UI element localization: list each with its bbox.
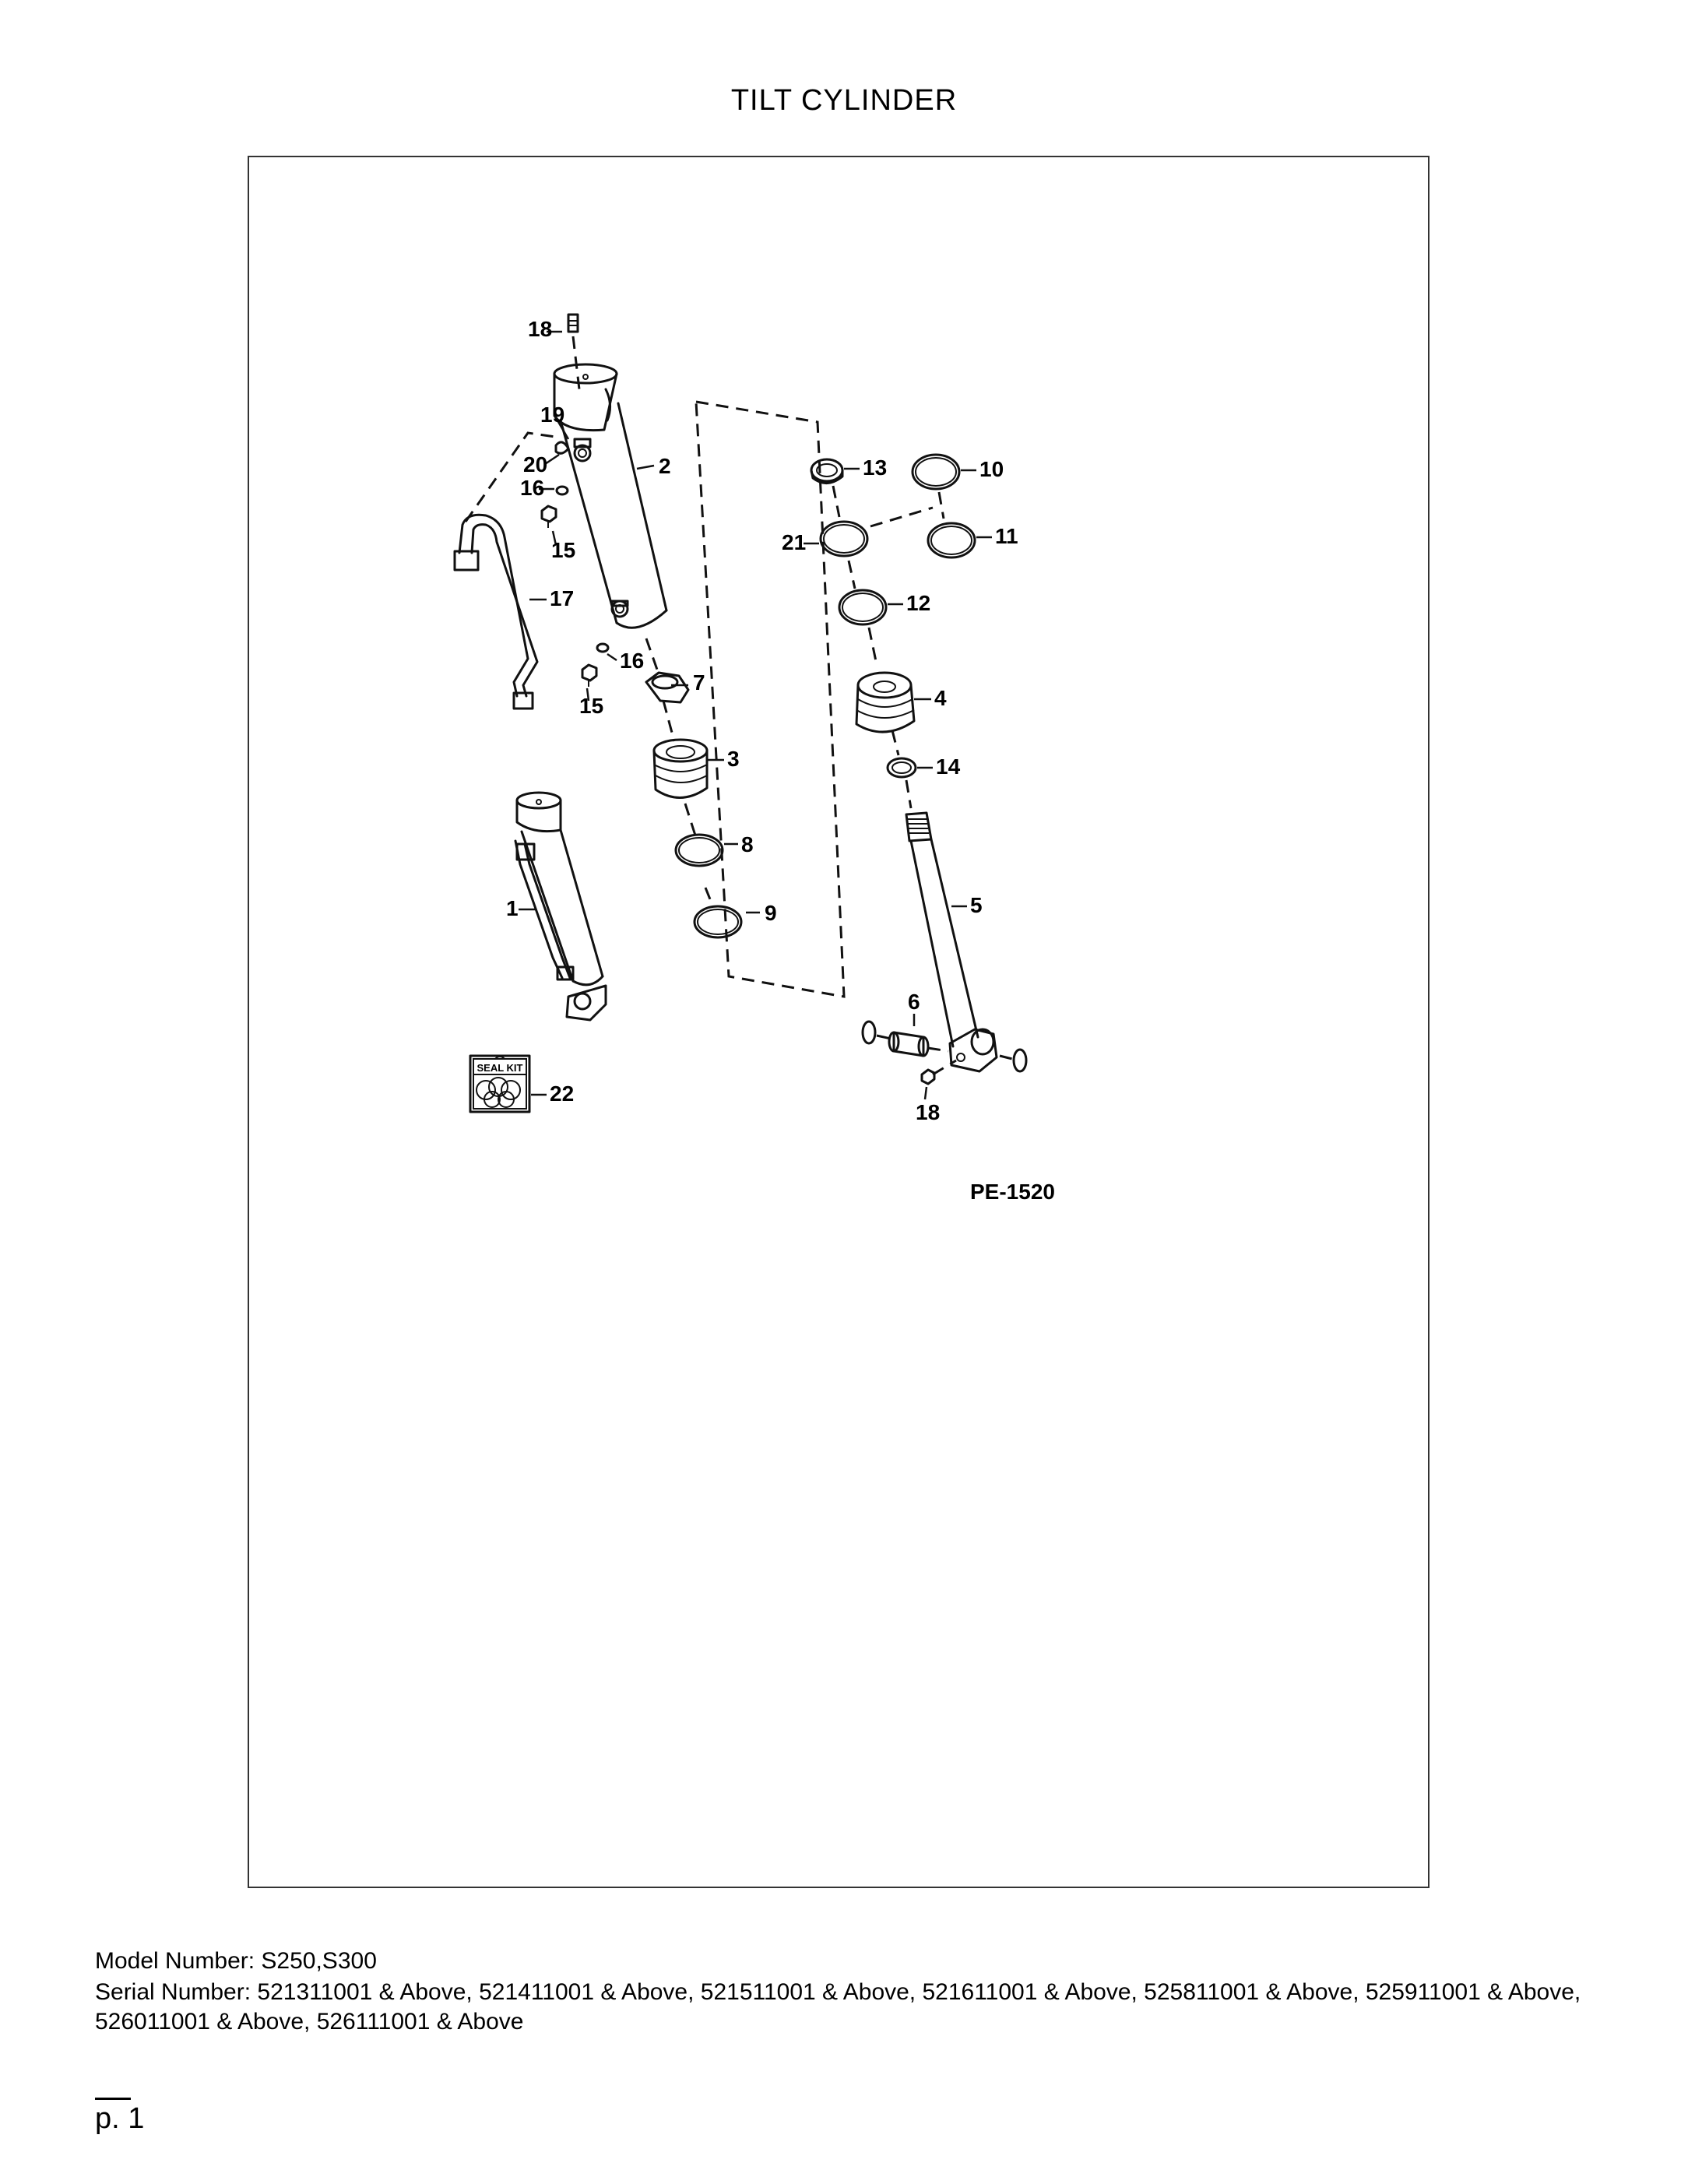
- callout-21: 21: [782, 530, 806, 554]
- callout-2: 2: [659, 454, 671, 478]
- ring-part-10: [911, 453, 961, 491]
- oring-part-16-upper: [555, 485, 569, 496]
- dashline-pin-axis: [876, 1034, 1013, 1060]
- diagram-frame: [248, 156, 1430, 1888]
- grease-fitting-top: [567, 313, 581, 390]
- dashline-10-11: [937, 491, 945, 519]
- assembled-cylinder-part-1: [514, 791, 607, 1022]
- callout-11: 11: [995, 524, 1018, 548]
- dashline-barrel-7: [645, 638, 659, 670]
- callout-15-lower: 15: [579, 694, 603, 718]
- bushing-part-6: [888, 1031, 930, 1057]
- callout-10: 10: [979, 457, 1004, 481]
- exploded-parts-diagram: SEAL KIT: [453, 313, 1055, 1204]
- page-number: p. 1: [95, 2102, 145, 2135]
- wiper-part-13: [810, 458, 844, 484]
- callout-5: 5: [970, 893, 983, 917]
- callout-16-lower: 16: [620, 649, 644, 673]
- seal-ring-part-8: [674, 833, 724, 867]
- plug-part-15-lower: [581, 663, 598, 687]
- figure-id: PE-1520: [970, 1180, 1055, 1204]
- callout-12: 12: [906, 591, 930, 615]
- end-ring-right: [1012, 1048, 1028, 1073]
- seal-kit-text: SEAL KIT: [477, 1062, 523, 1074]
- lower-port-fitting: [610, 600, 629, 618]
- callout-6: 6: [908, 990, 920, 1014]
- page-title: TILT CYLINDER: [730, 84, 958, 117]
- callout-8: 8: [741, 832, 754, 856]
- callout-13: 13: [863, 455, 887, 480]
- seal-kit-part-22: SEAL KIT: [469, 1054, 531, 1113]
- serial-number: Serial Number: 521311001 & Above, 521411…: [95, 1979, 1581, 2035]
- dashline-14-5: [905, 779, 913, 809]
- upper-port-fitting: [573, 438, 592, 462]
- callout-3: 3: [727, 747, 740, 771]
- nut-part-7: [645, 671, 690, 704]
- dashline-8-9: [704, 887, 713, 904]
- page-rule: [95, 2098, 131, 2100]
- rod-part-5: [905, 811, 998, 1073]
- callout-4: 4: [934, 686, 947, 710]
- callout-20: 20: [523, 452, 547, 477]
- ring-part-11: [927, 522, 976, 559]
- callout-18-bottom: 18: [916, 1100, 940, 1124]
- gland-part-3: [652, 738, 709, 799]
- dashline-21-12: [847, 560, 856, 589]
- plug-part-15-upper: [540, 505, 557, 528]
- seal-part-14: [886, 757, 917, 779]
- callout-9: 9: [765, 901, 777, 925]
- callout-18-top: 18: [528, 317, 552, 341]
- kit-boundary-dashline: [695, 400, 846, 998]
- dashline-12-4: [867, 627, 878, 666]
- callout-16-upper: 16: [520, 476, 544, 500]
- dashline-13-21: [832, 485, 841, 518]
- callout-1: 1: [506, 896, 519, 920]
- piston-part-4: [855, 671, 916, 733]
- dashline-4-14: [891, 730, 900, 756]
- dashline-7-3: [662, 700, 676, 742]
- ring-part-12: [838, 589, 888, 626]
- callout-22: 22: [550, 1081, 574, 1106]
- callout-14: 14: [936, 754, 961, 779]
- seal-ring-part-9: [693, 905, 743, 939]
- leader-lines: [519, 330, 992, 1100]
- oring-part-16-lower: [596, 642, 610, 653]
- barrel-part-2: [553, 363, 668, 629]
- callout-17: 17: [550, 586, 574, 610]
- end-ring-left: [861, 1020, 877, 1045]
- dashline-21-10: [870, 506, 934, 528]
- clip-part-19: [554, 441, 570, 455]
- dashline-3-8: [684, 803, 698, 839]
- callout-19: 19: [540, 403, 564, 427]
- callout-15-upper: 15: [551, 538, 575, 562]
- ring-part-21: [819, 520, 869, 557]
- tube-part-17: [453, 431, 561, 710]
- callout-7: 7: [693, 670, 705, 695]
- grease-fitting-bottom: [920, 1059, 957, 1085]
- model-number: Model Number: S250,S300: [95, 1948, 377, 1974]
